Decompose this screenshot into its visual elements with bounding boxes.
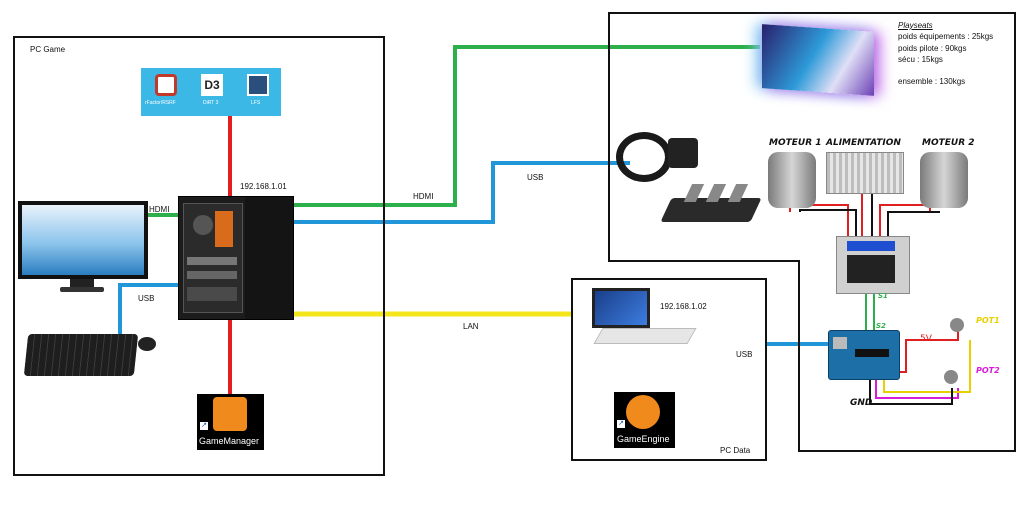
- game-engine-label: GameEngine: [617, 434, 670, 444]
- playseats-line-2: poids pilote : 90kgs: [898, 44, 967, 53]
- pot1: [950, 318, 964, 332]
- playseats-line-3: sécu : 15kgs: [898, 55, 943, 64]
- mouse: [138, 337, 156, 351]
- games-strip: rFactor/RSRF D3 DiRT 3 LFS: [141, 68, 281, 116]
- power-supply: [826, 152, 904, 194]
- monitor-base: [60, 287, 104, 292]
- engine-icon: [626, 395, 660, 429]
- usb-wheel-cable: [292, 161, 630, 224]
- playseat-box: [608, 12, 1016, 262]
- motor1: [768, 152, 816, 208]
- game-label-lfs: LFS: [251, 100, 261, 106]
- motor1-label: MOTEUR 1: [769, 138, 822, 148]
- keyboard: [23, 334, 139, 376]
- arduino-board: [828, 330, 900, 380]
- usb-wheel-label: USB: [527, 173, 544, 182]
- game-manager-icon[interactable]: ↗ GameManager: [197, 394, 264, 450]
- ip-game: 192.168.1.01: [240, 182, 287, 191]
- pc-game-box: [13, 36, 385, 476]
- gnd-label: GND: [850, 398, 873, 408]
- tv: [762, 24, 874, 96]
- motor2-label: MOTEUR 2: [922, 138, 975, 148]
- game-icon-rfactor[interactable]: [155, 74, 177, 96]
- pedals: [660, 184, 762, 222]
- v5-label: 5V: [920, 334, 932, 344]
- playseats-line-5: ensemble : 130kgs: [898, 77, 966, 86]
- pc-tower: [178, 196, 294, 320]
- pc-game-label: PC Game: [30, 45, 66, 54]
- usb-keyboard-cable: [118, 283, 178, 335]
- pc-data-label: PC Data: [720, 446, 751, 455]
- playseats-title: Playseats: [898, 21, 933, 30]
- motor2: [920, 152, 968, 208]
- usb-arduino-label: USB: [736, 350, 753, 359]
- s2-label: S2: [876, 322, 886, 330]
- lan-label: LAN: [463, 322, 479, 331]
- monitor-stand: [70, 279, 94, 287]
- motor-driver: [836, 236, 910, 294]
- power-label: ALIMENTATION: [826, 138, 901, 148]
- monitor: [18, 201, 148, 279]
- hdmi-monitor-label: HDMI: [149, 205, 170, 214]
- laptop-base: [593, 328, 697, 344]
- ip-data: 192.168.1.02: [660, 302, 707, 311]
- pot1-label: POT1: [976, 316, 1000, 325]
- pot2: [944, 370, 958, 384]
- hdmi-tv-label: HDMI: [413, 192, 434, 201]
- game-label-rfactor: rFactor/RSRF: [145, 100, 176, 106]
- playseats-line-1: poids équipements : 25kgs: [898, 32, 994, 41]
- hdmi-tv-cable: [292, 45, 760, 207]
- shortcut-arrow-icon: ↗: [617, 420, 625, 428]
- game-icon-lfs[interactable]: [247, 74, 269, 96]
- playseat-box-lower: [798, 260, 1016, 452]
- wheel-base: [668, 138, 698, 168]
- steering-wheel: [616, 132, 672, 182]
- playseat-box-join: [608, 260, 800, 262]
- game-engine-icon[interactable]: ↗ GameEngine: [614, 392, 675, 448]
- s1-label: S1: [878, 292, 888, 300]
- pot2-label: POT2: [976, 366, 1000, 375]
- laptop-screen: [592, 288, 650, 328]
- game-label-dirt: DiRT 3: [203, 100, 219, 106]
- game-manager-label: GameManager: [199, 436, 260, 446]
- gearbox-icon: [213, 397, 247, 431]
- usb-keyboard-label: USB: [138, 294, 155, 303]
- game-icon-dirt[interactable]: D3: [201, 74, 223, 96]
- shortcut-arrow-icon: ↗: [200, 422, 208, 430]
